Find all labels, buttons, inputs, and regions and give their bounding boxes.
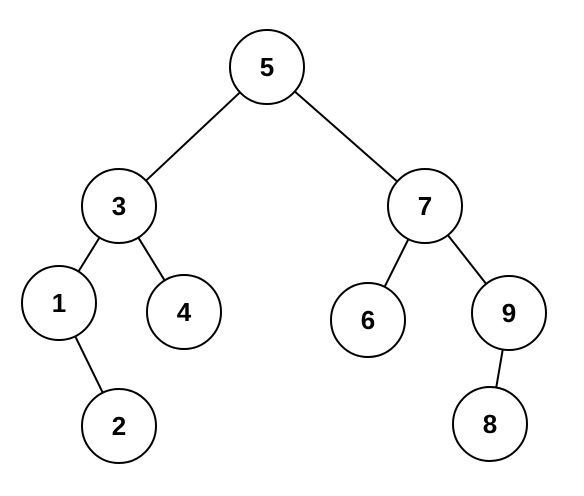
tree-edge bbox=[74, 335, 104, 394]
node-circle bbox=[146, 274, 222, 350]
node-label: 7 bbox=[418, 191, 432, 221]
tree-node: 2 bbox=[81, 388, 157, 464]
node-circle bbox=[471, 275, 547, 351]
tree-edge bbox=[495, 349, 504, 388]
nodes-layer: 5 3 7 1 4 6 9 2 8 bbox=[21, 29, 547, 464]
tree-node: 8 bbox=[452, 386, 528, 462]
node-label: 6 bbox=[361, 305, 375, 335]
node-label: 9 bbox=[502, 298, 516, 328]
node-circle bbox=[330, 282, 406, 358]
node-label: 4 bbox=[177, 297, 192, 327]
tree-node: 4 bbox=[146, 274, 222, 350]
tree-node: 1 bbox=[21, 265, 97, 341]
tree-node: 6 bbox=[330, 282, 406, 358]
node-label: 3 bbox=[112, 191, 126, 221]
tree-edge bbox=[447, 234, 487, 285]
node-circle bbox=[81, 168, 157, 244]
tree-node: 7 bbox=[387, 168, 463, 244]
node-label: 5 bbox=[260, 52, 274, 82]
node-label: 1 bbox=[52, 288, 66, 318]
node-label: 2 bbox=[112, 411, 126, 441]
highlighted-node-circle bbox=[21, 265, 97, 341]
node-circle bbox=[452, 386, 528, 462]
node-circle bbox=[229, 29, 305, 105]
tree-edge bbox=[294, 90, 398, 183]
tree-edge bbox=[137, 237, 166, 281]
tree-node: 9 bbox=[471, 275, 547, 351]
node-circle bbox=[387, 168, 463, 244]
tree-edge bbox=[145, 91, 241, 182]
tree-node: 5 bbox=[229, 29, 305, 105]
node-label: 8 bbox=[483, 409, 497, 439]
tree-node: 3 bbox=[81, 168, 157, 244]
tree-edge bbox=[383, 238, 410, 288]
node-circle bbox=[81, 388, 157, 464]
edges-layer bbox=[74, 90, 504, 394]
tree-edge bbox=[77, 236, 101, 273]
